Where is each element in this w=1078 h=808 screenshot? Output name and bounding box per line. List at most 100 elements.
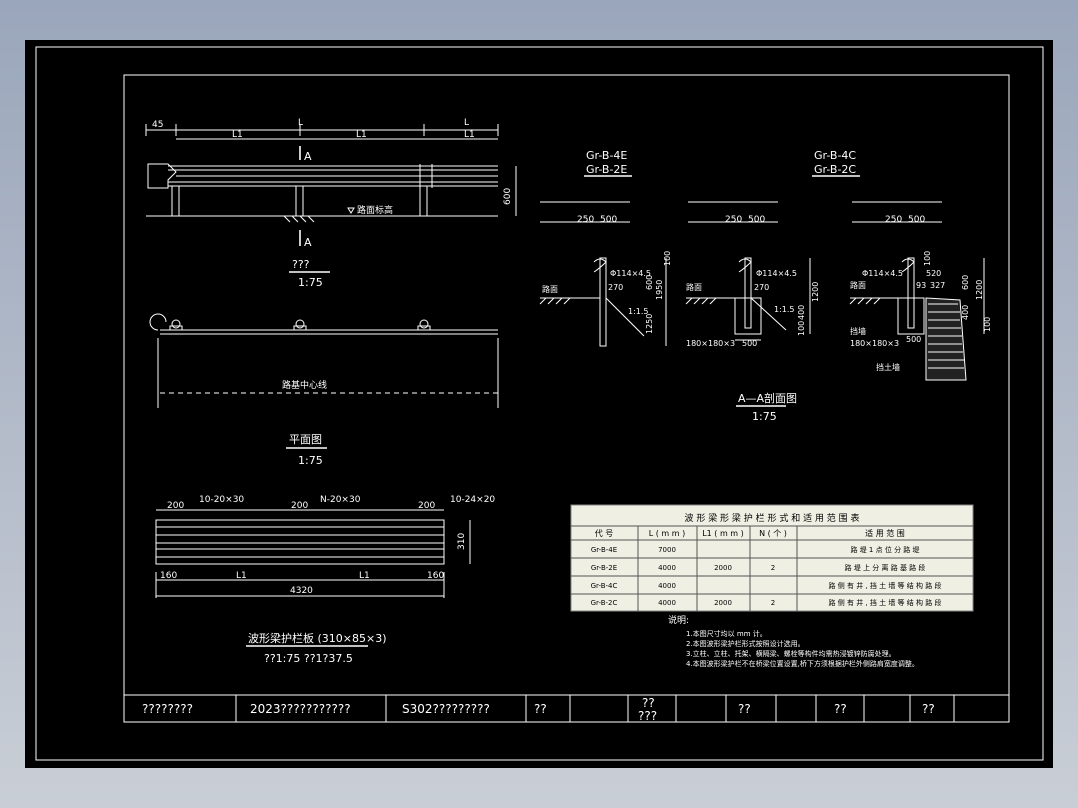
plate-hole-c: 10-24×20 <box>450 495 495 505</box>
table-cell: 路 侧 有 井 , 挡 土 墙 等 结 构 路 段 <box>829 598 942 607</box>
sec3-1200: 1200 <box>975 280 984 300</box>
section-scale: 1:75 <box>752 410 777 423</box>
title-cell-d: ?? <box>738 702 751 716</box>
sec2-100: 100 <box>797 321 806 336</box>
table-title: 波 形 梁 形 梁 护 栏 形 式 和 适 用 范 围 表 <box>684 512 859 524</box>
table-cell: Gr-B-4C <box>591 582 618 590</box>
title-gr-b-2c: Gr-B-2C <box>814 163 856 176</box>
table-cell: Gr-B-2C <box>591 599 618 607</box>
sec1-dim-500: 500 <box>600 215 617 225</box>
table-cell: 路 侧 有 井 , 挡 土 墙 等 结 构 路 段 <box>829 581 942 590</box>
plate-dim-l1-a: L1 <box>236 571 247 581</box>
dim-600: 600 <box>503 188 513 205</box>
sec3-pipe-label: Φ114×4.5 <box>862 269 903 278</box>
note-item: 2.本图波形梁护栏形式按照设计选用。 <box>686 639 805 648</box>
title-gr-b-4c: Gr-B-4C <box>814 149 856 162</box>
sec3-road-label: 路面 <box>850 280 866 290</box>
title-gr-b-2e: Gr-B-2E <box>586 163 627 176</box>
dim-l1-right: L1 <box>464 130 475 140</box>
sec3-retaining-wall: 挡土墙 <box>876 362 900 372</box>
sec3-520: 520 <box>926 269 941 278</box>
note-item: 1.本图尺寸均以 mm 计。 <box>686 629 767 638</box>
spec-table: 波 形 梁 形 梁 护 栏 形 式 和 适 用 范 围 表 代 号 L ( m … <box>570 504 974 612</box>
th-l1: L1 ( m m ) <box>702 529 744 538</box>
sec3-dim-500: 500 <box>908 215 925 225</box>
sec2-1200: 1200 <box>811 282 820 302</box>
note-item: 3.立柱、立柱、托架、横隔梁、螺栓等构件均需热浸镀锌防腐处理。 <box>686 649 896 658</box>
plate-hole-a: 10-20×30 <box>199 495 244 505</box>
sec3-100-top: 100 <box>923 251 932 266</box>
plate-dim-160-a: 160 <box>160 571 177 581</box>
table-cell: 4000 <box>658 564 676 572</box>
section-a-a-view: Gr-B-4E Gr-B-2E Gr-B-4C Gr-B-2C 250 500 … <box>539 149 992 423</box>
title-cell-road: S302????????? <box>402 702 490 716</box>
plate-dim-200-b: 200 <box>291 501 308 511</box>
plan-caption: 平面图 <box>289 433 322 446</box>
title-cell-c: ??? <box>638 709 657 723</box>
sec2-500: 500 <box>742 339 757 348</box>
sec3-93: 93 <box>916 281 926 290</box>
ground-level-label: 路面标高 <box>357 204 393 216</box>
title-cell-project: ???????? <box>142 702 193 716</box>
sec2-270: 270 <box>754 283 769 292</box>
sec3-600: 600 <box>961 275 970 290</box>
sec3-400: 400 <box>961 305 970 320</box>
section-mark-top: A <box>304 150 312 163</box>
dim-45: 45 <box>152 120 163 130</box>
plate-hole-n: N-20×30 <box>320 495 361 505</box>
sec2-plate: 180×180×3 <box>686 339 735 348</box>
plate-dim-l1-b: L1 <box>359 571 370 581</box>
title-cell-year: 2023??????????? <box>250 702 351 716</box>
dim-l-right: L <box>464 118 469 128</box>
section-mark-bottom: A <box>304 236 312 249</box>
table-cell: Gr-B-2E <box>591 564 617 572</box>
sec1-100: 100 <box>663 251 672 266</box>
sec1-1250: 1250 <box>645 314 654 334</box>
plan-scale: 1:75 <box>298 454 323 467</box>
title-gr-b-4e: Gr-B-4E <box>586 149 627 162</box>
notes: 说明: 1.本图尺寸均以 mm 计。 2.本图波形梁护栏形式按照设计选用。 3.… <box>668 614 919 668</box>
sec3-327: 327 <box>930 281 945 290</box>
table-cell: 路 堤 上 分 离 路 基 路 段 <box>845 563 926 572</box>
plate-dim-310: 310 <box>457 533 467 550</box>
title-cell-b: ?? <box>642 696 655 710</box>
sec3-dim-250: 250 <box>885 215 902 225</box>
note-item: 4.本图波形梁护栏不在桥梁位置设置,桥下方须根据护栏外侧路肩宽度调整。 <box>686 659 919 668</box>
table-cell: 4000 <box>658 599 676 607</box>
elevation-caption: ??? <box>292 258 310 271</box>
th-code: 代 号 <box>595 528 614 538</box>
title-cell-a: ?? <box>534 702 547 716</box>
plate-dim-200-c: 200 <box>418 501 435 511</box>
th-l: L ( m m ) <box>649 529 685 538</box>
sec3-wall-label: 挡墙 <box>850 326 866 336</box>
beam-plate-scale: ??1:75 ??1?37.5 <box>264 652 353 665</box>
title-cell-f: ?? <box>922 702 935 716</box>
centerline-label: 路基中心线 <box>282 379 327 391</box>
plate-dim-200-a: 200 <box>167 501 184 511</box>
plan-view: 路基中心线 平面图 1:75 <box>149 313 499 467</box>
sec2-slope: 1:1.5 <box>774 305 795 314</box>
table-cell: 2 <box>771 564 775 572</box>
sec3-plate: 180×180×3 <box>850 339 899 348</box>
th-n: N ( 个 ) <box>759 529 787 538</box>
sec2-pipe-label: Φ114×4.5 <box>756 269 797 278</box>
table-cell: 7000 <box>658 546 676 554</box>
sec1-pipe-label: Φ114×4.5 <box>610 269 651 278</box>
beam-plate-caption: 波形梁护栏板 (310×85×3) <box>248 631 387 645</box>
sec1-1950: 1950 <box>655 280 664 300</box>
title-cell-e: ?? <box>834 702 847 716</box>
elevation-view: 45 L L1 L1 L L1 路面标高 A A 600 ??? 1:7 <box>145 118 517 289</box>
th-scope: 适 用 范 围 <box>865 528 905 538</box>
dim-l1-a: L1 <box>232 130 243 140</box>
table-cell: Gr-B-4E <box>591 546 617 554</box>
sec1-slope: 1:1.5 <box>628 307 649 316</box>
dim-l1-b: L1 <box>356 130 367 140</box>
sec1-road-label: 路面 <box>542 284 558 294</box>
table-cell: 2000 <box>714 564 732 572</box>
dim-l: L <box>298 118 303 128</box>
beam-plate-view: 200 10-20×30 200 N-20×30 200 10-24×20 31… <box>155 495 495 665</box>
table-cell: 4000 <box>658 582 676 590</box>
sec1-600: 600 <box>645 275 654 290</box>
section-caption: A—A剖面图 <box>738 391 797 405</box>
